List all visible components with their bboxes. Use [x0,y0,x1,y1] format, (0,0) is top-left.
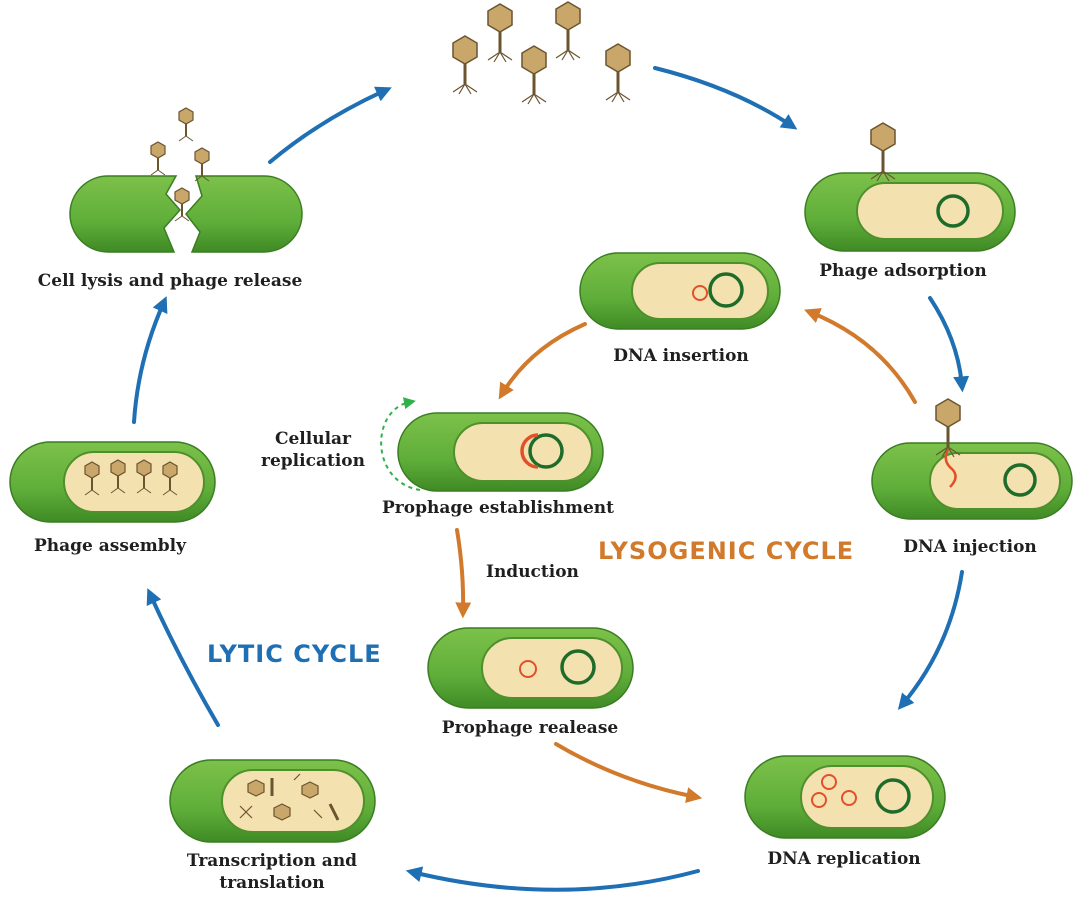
label-transcription-translation: Transcription and translation [186,851,358,894]
cell-lysis [69,107,303,253]
lytic-cycle-title: LYTIC CYCLE [207,640,382,668]
label-prophage-release: Prophage realease [441,718,619,738]
label-phage-adsorption: Phage adsorption [819,261,987,281]
label-cell-lysis: Cell lysis and phage release [37,271,303,291]
phage-icon [604,42,632,104]
free-phages [451,0,632,106]
phage-icon [554,0,582,62]
cell-dna-replication [744,755,946,839]
arrow-free-phages-to-adsorption [653,66,798,130]
cellular-replication-loop [380,397,421,491]
arrow-prophage-release-to-replication [554,742,703,803]
cell-dna-insertion [579,252,781,330]
phage-icon [178,107,194,142]
lytic-cycle-arrows [132,66,970,892]
label-induction: Induction [486,562,579,582]
arrow-insertion-to-establishment [498,322,587,400]
lysogenic-cycle-arrows [455,308,917,803]
label-prophage-establishment: Prophage establishment [382,498,614,518]
arrow-induction [455,528,472,619]
cell-dna-injection [871,397,1073,520]
cell-prophage-release [427,627,634,709]
arrow-adsorption-to-injection [928,296,970,393]
arrow-injection-to-insertion [804,308,917,404]
label-cellular-replication: Cellular replication [261,429,365,472]
arrow-transcription-to-assembly [146,588,220,727]
lysogenic-cycle-title: LYSOGENIC CYCLE [598,537,855,565]
cell-phage-adsorption [804,121,1016,252]
label-dna-injection: DNA injection [903,537,1037,557]
phage-icon [451,34,479,96]
arrow-replication-to-transcription [405,866,700,892]
label-dna-replication: DNA replication [767,849,921,869]
phage-icon [520,44,548,106]
arrow-injection-to-replication [897,570,964,710]
phage-icon [150,141,166,176]
arrow-assembly-to-lysis [132,296,168,424]
phage-icon [486,2,514,64]
arrow-release-to-free-phages [268,86,392,164]
cell-transcription-translation [169,759,376,843]
cell-prophage-establishment [397,412,604,492]
label-dna-insertion: DNA insertion [613,346,749,366]
label-phage-assembly: Phage assembly [34,536,186,556]
cell-phage-assembly [9,441,216,523]
